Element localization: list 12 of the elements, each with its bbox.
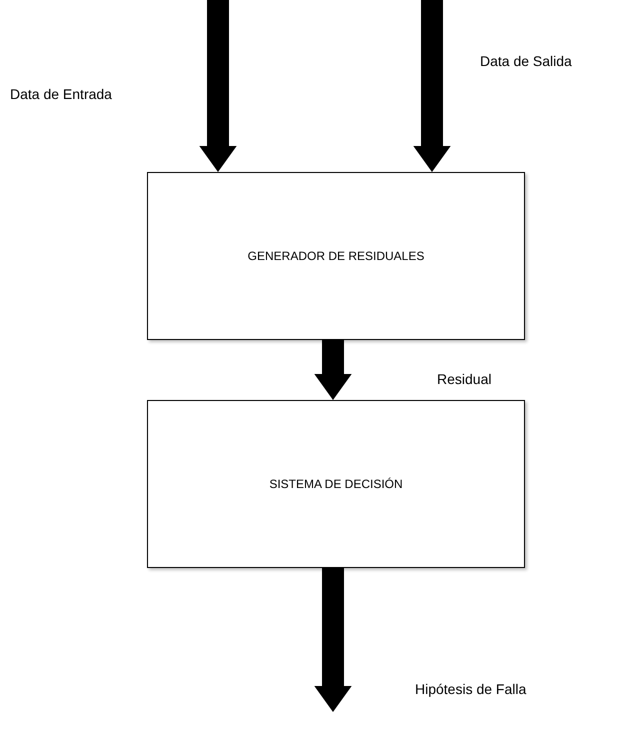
arrow (314, 568, 352, 712)
process-box (147, 172, 525, 340)
arrow (199, 0, 237, 172)
process-box (147, 400, 525, 568)
arrow (413, 0, 451, 172)
box-label: SISTEMA DE DECISIÓN (269, 477, 403, 491)
arrow (314, 340, 352, 400)
flow-label: Data de Salida (480, 53, 572, 69)
flow-label: Hipótesis de Falla (415, 681, 526, 697)
box-label: GENERADOR DE RESIDUALES (248, 249, 424, 263)
flow-label: Data de Entrada (10, 86, 112, 102)
flow-label: Residual (437, 371, 492, 387)
